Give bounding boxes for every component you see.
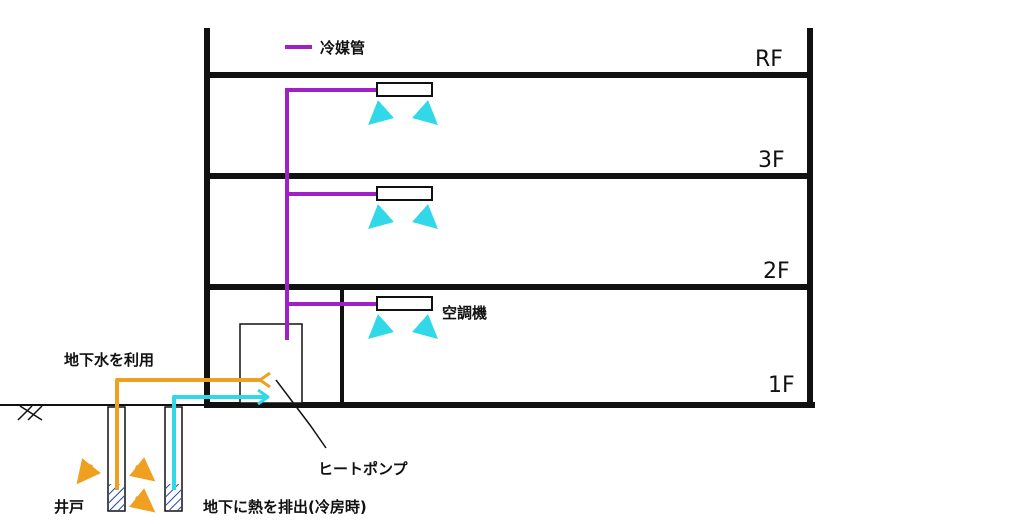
- discharge-arrow: [129, 457, 156, 482]
- airflow-arrow: [412, 100, 438, 125]
- heat-pump-label: ヒートポンプ: [318, 460, 409, 478]
- cool-water-pipe: [172, 395, 266, 490]
- ac-unit-1f: [376, 296, 433, 311]
- airflow-arrow: [412, 204, 438, 229]
- discharge-arrows: [76, 457, 156, 513]
- airflow-arrow: [412, 314, 438, 339]
- legend-refrigerant-label: 冷媒管: [320, 39, 365, 57]
- discharge-arrow: [76, 458, 101, 485]
- airflow-arrows: [368, 100, 438, 339]
- refrigerant-piping: [285, 88, 378, 340]
- floor-label-2f: 2F: [763, 259, 790, 284]
- well-label: 井戸: [54, 498, 84, 516]
- groundwater-label: 地下水を利用: [64, 351, 154, 369]
- ac-unit-2f: [376, 186, 433, 201]
- discharge-arrow: [129, 488, 156, 513]
- legend: 冷媒管: [285, 39, 365, 57]
- well-return-water: [166, 484, 181, 510]
- groundwater-loop: [115, 371, 271, 490]
- warm-water-arrowhead: [258, 371, 271, 389]
- building-structure: [204, 28, 815, 408]
- airflow-arrow: [368, 100, 394, 125]
- warm-water-pipe: [115, 378, 262, 490]
- airflow-arrow: [368, 314, 394, 339]
- well-supply-water: [109, 484, 124, 510]
- floor-label-3f: 3F: [758, 148, 785, 173]
- ac-unit-label: 空調機: [442, 304, 487, 322]
- ac-unit-3f: [376, 82, 433, 97]
- floor-label-1f: 1F: [768, 373, 795, 398]
- floor-label-rf: RF: [755, 47, 783, 72]
- cool-water-arrowhead: [257, 388, 270, 406]
- heat-discharge-label: 地下に熱を排出(冷房時): [203, 498, 367, 516]
- wells: [107, 406, 183, 512]
- ac-units: [376, 82, 433, 311]
- ground-symbol: [17, 405, 43, 421]
- heat-pump-leader: [275, 379, 327, 449]
- airflow-arrow: [368, 204, 394, 229]
- heat-pump-unit: [239, 323, 303, 404]
